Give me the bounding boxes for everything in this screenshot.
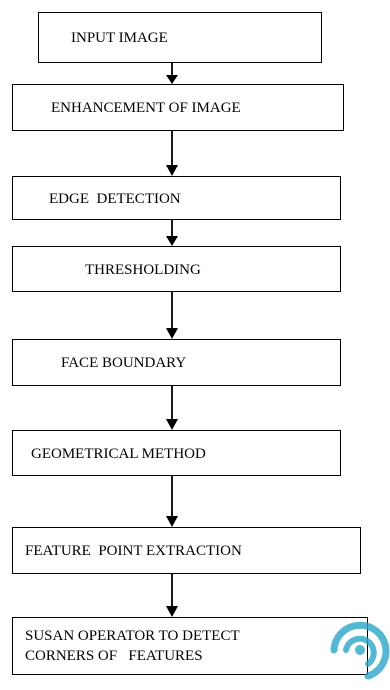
step-feature-point-extraction-label: FEATURE POINT EXTRACTION (25, 543, 242, 559)
arrow-thresholding-to-face-boundary (166, 292, 178, 339)
step-enhancement-of-image: ENHANCEMENT OF IMAGE (12, 84, 344, 131)
step-edge-detection: EDGE DETECTION (12, 176, 341, 220)
step-thresholding: THRESHOLDING (12, 246, 341, 292)
step-geometrical-method: GEOMETRICAL METHOD (12, 430, 341, 476)
step-edge-detection-label: EDGE DETECTION (49, 191, 181, 207)
arrow-feature-point-extraction-to-susan-operator (166, 574, 178, 617)
step-susan-operator: SUSAN OPERATOR TO DETECT CORNERS OF FEAT… (12, 617, 368, 675)
step-face-boundary-label: FACE BOUNDARY (61, 355, 187, 371)
arrow-edge-detection-to-thresholding (166, 220, 178, 246)
step-input-image: INPUT IMAGE (38, 12, 322, 63)
arrow-input-to-enhancement (166, 63, 178, 84)
step-feature-point-extraction: FEATURE POINT EXTRACTION (12, 527, 361, 574)
step-input-image-label: INPUT IMAGE (71, 30, 168, 46)
circular-logo-watermark-icon (330, 621, 390, 680)
arrow-enhancement-to-edge-detection (166, 131, 178, 176)
step-face-boundary: FACE BOUNDARY (12, 339, 341, 386)
step-enhancement-of-image-label: ENHANCEMENT OF IMAGE (51, 100, 241, 116)
step-geometrical-method-label: GEOMETRICAL METHOD (31, 446, 206, 462)
step-thresholding-label: THRESHOLDING (85, 262, 201, 278)
arrow-face-boundary-to-geometrical-method (166, 386, 178, 430)
step-susan-operator-label-line2: CORNERS OF FEATURES (25, 648, 203, 664)
step-susan-operator-label-line1: SUSAN OPERATOR TO DETECT (25, 628, 240, 644)
arrow-geometrical-method-to-feature-point-extraction (166, 476, 178, 527)
